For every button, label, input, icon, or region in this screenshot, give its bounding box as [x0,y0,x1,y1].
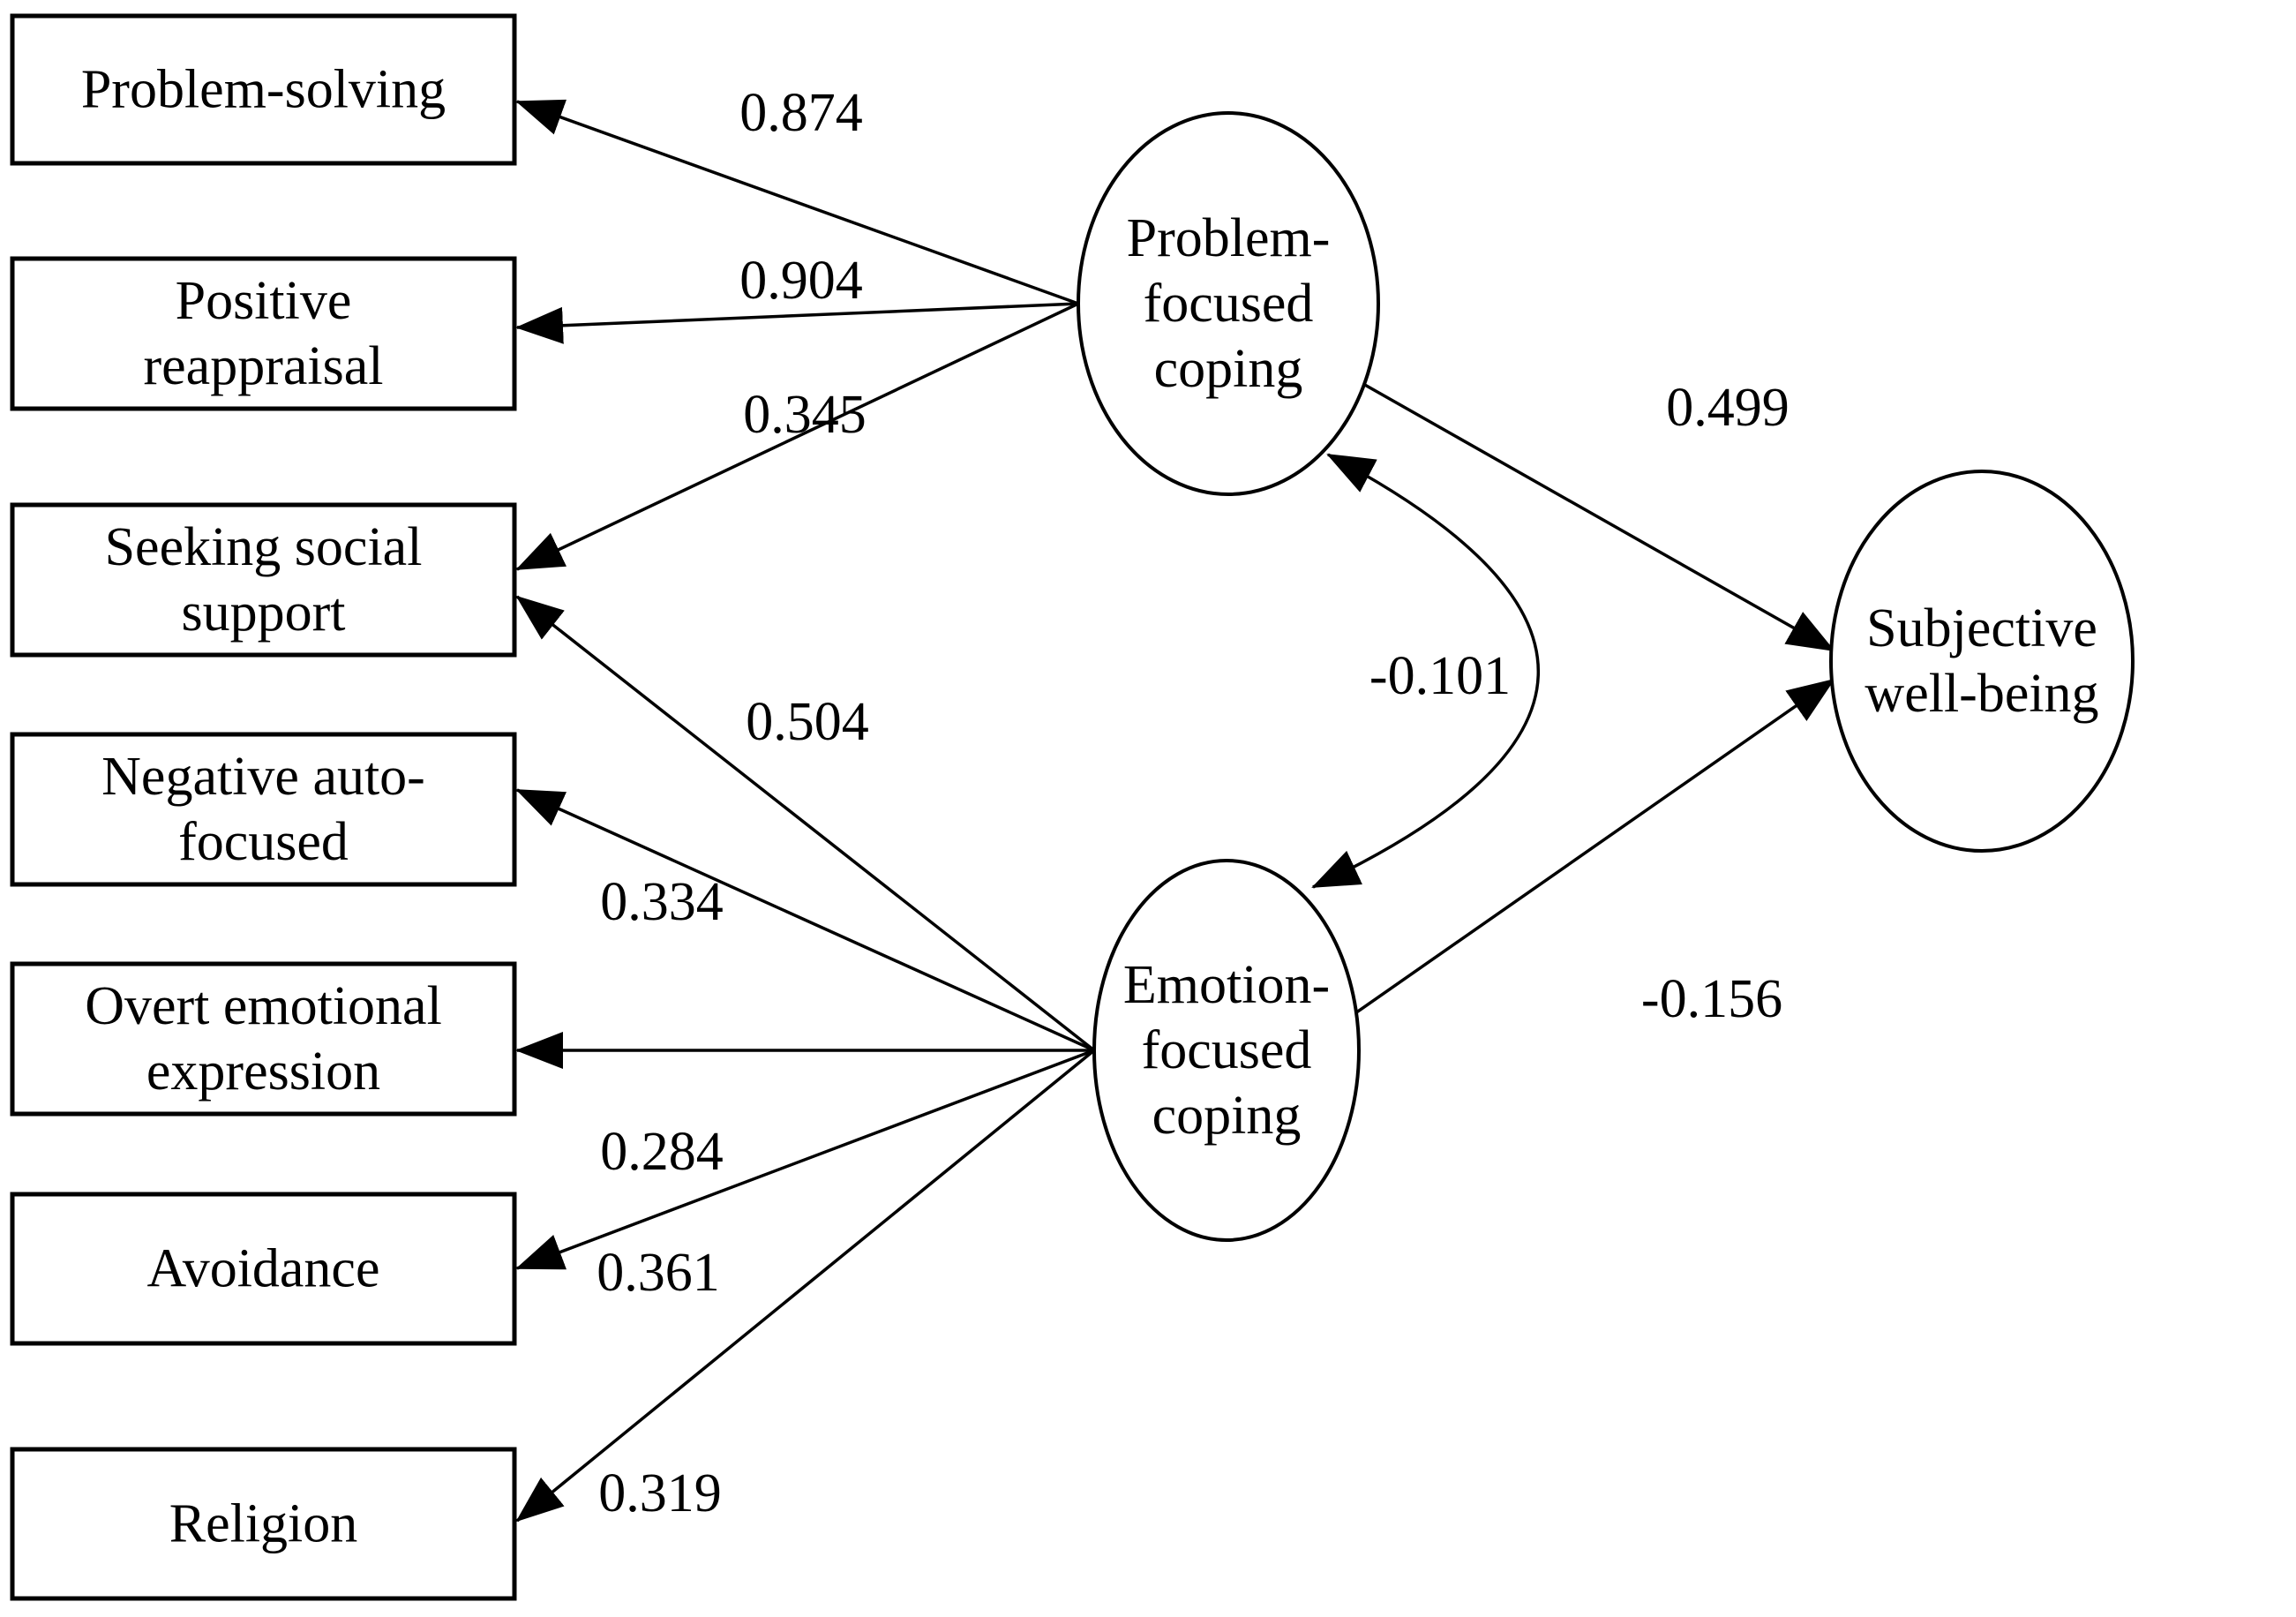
loading-arrow-emotion-focused-coping-to-negative-auto-focused [515,788,1095,1052]
covariance-arrow [1311,453,1540,889]
path-coefficient-emotion-focused-coping: -0.156 [1641,969,1782,1029]
observed-box-religion [10,1447,517,1601]
observed-box-overt-emotional-expression [10,961,517,1117]
loading-arrow-emotion-focused-coping-to-seeking-social-support [515,595,1096,1052]
loading-value-avoidance: 0.361 [597,1243,720,1303]
loading-arrow-problem-focused-coping-to-problem-solving [515,99,1079,305]
observed-label-negative-auto-focused: Negative auto-focused [101,747,425,872]
latent-circle-subjective-well-being [1829,470,2135,853]
loading-arrow-emotion-focused-coping-to-avoidance [515,1049,1095,1270]
loading-value-problem-solving: 0.874 [739,83,863,143]
observed-box-problem-solving [10,13,517,166]
observed-box-negative-auto-focused [10,732,517,887]
observed-box-avoidance [10,1192,517,1346]
loading-value-religion: 0.319 [598,1463,722,1523]
observed-box-positive-reappraisal [10,256,517,411]
latent-circle-emotion-focused-coping [1092,859,1361,1242]
structural-arrow-problem-focused-coping-to-subjective-well-being [1362,382,1835,652]
loading-arrow-problem-focused-coping-to-positive-reappraisal [515,302,1079,344]
structural-arrow-emotion-focused-coping-to-subjective-well-being [1351,678,1835,1017]
observed-label-problem-solving: Problem-solving [81,60,446,120]
loading-value-overt-emotional-expression: 0.284 [600,1122,724,1182]
observed-box-seeking-social-support [10,502,517,658]
loading-value-negative-auto-focused: 0.334 [600,872,724,932]
loading-arrow-emotion-focused-coping-to-religion [515,1049,1096,1523]
latent-circle-problem-focused-coping [1077,111,1380,496]
observed-label-religion: Religion [169,1494,358,1554]
path-coefficient-problem-focused-coping: 0.499 [1666,378,1790,438]
observed-label-avoidance: Avoidance [147,1239,380,1299]
covariance-value: -0.101 [1369,646,1511,706]
loading-value-seeking-social-support: 0.504 [746,692,869,752]
loading-value-seeking-social-support: 0.345 [743,385,867,445]
loading-value-positive-reappraisal: 0.904 [739,251,863,311]
loading-arrow-problem-focused-coping-to-seeking-social-support [515,302,1079,571]
